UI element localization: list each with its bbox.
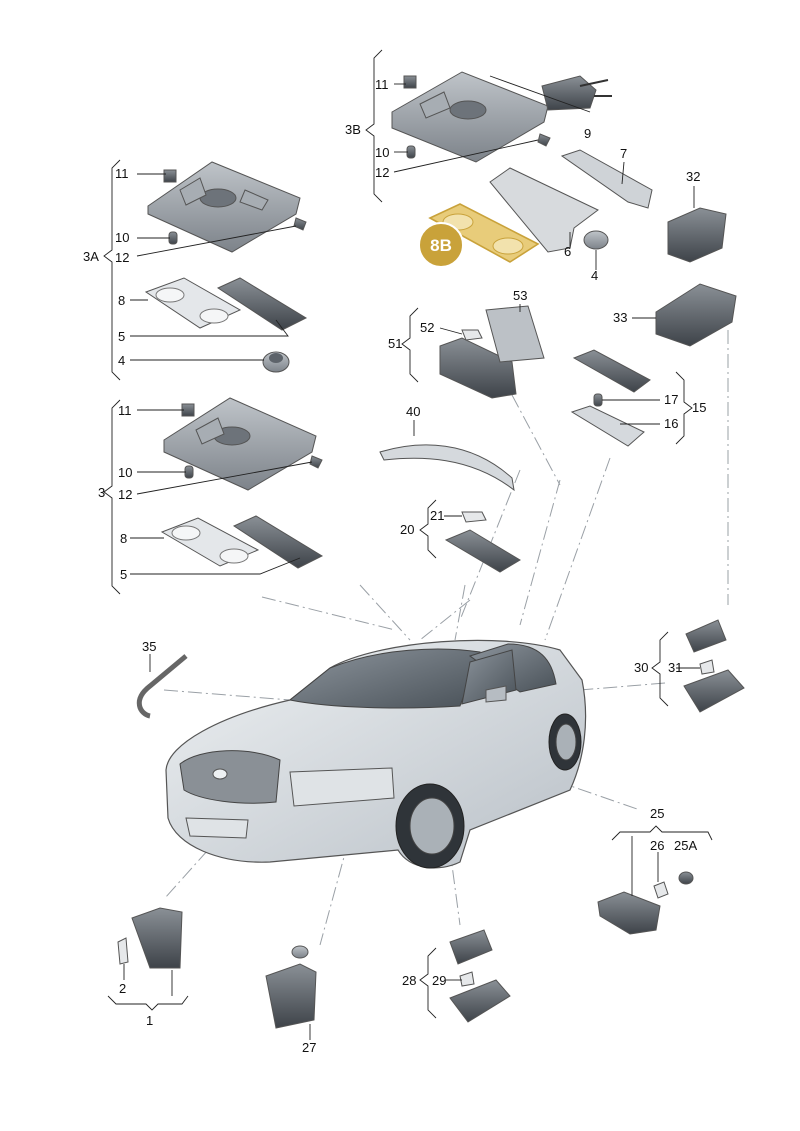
callout-11-3b: 11 (375, 77, 389, 92)
strip-40 (379, 420, 515, 492)
callout-labels: 3A 11 10 12 8 5 4 3 11 10 12 8 5 3B 11 1… (83, 77, 706, 1055)
callout-3b: 3B (345, 122, 361, 137)
callout-4-3a: 4 (118, 353, 125, 368)
callout-5-3a: 5 (118, 329, 125, 344)
callout-33: 33 (613, 310, 627, 325)
callout-5-3: 5 (120, 567, 127, 582)
callout-8-3a: 8 (118, 293, 125, 308)
callout-52: 52 (420, 320, 434, 335)
callout-29: 29 (432, 973, 446, 988)
callout-11-3: 11 (118, 403, 132, 418)
lens-plate-8b-highlight (428, 203, 540, 263)
group-28 (419, 929, 511, 1023)
callout-51: 51 (388, 336, 402, 351)
callout-28: 28 (402, 973, 416, 988)
badge-8b-label: 8B (430, 236, 452, 255)
roof-console-3a (147, 161, 301, 253)
callout-27: 27 (302, 1040, 316, 1055)
group-25 (597, 825, 713, 935)
module-33 (632, 283, 737, 347)
callout-12-3: 12 (118, 487, 132, 502)
callout-9: 9 (584, 126, 591, 141)
callout-31: 31 (668, 660, 682, 675)
module-32 (667, 186, 727, 263)
callout-3: 3 (98, 485, 105, 500)
group-15 (570, 349, 693, 447)
callout-25a: 25A (674, 838, 697, 853)
cable-35 (136, 654, 188, 719)
callout-8-3: 8 (120, 531, 127, 546)
callout-21: 21 (430, 508, 444, 523)
badge-8b[interactable]: 8B (418, 222, 464, 268)
group-3a (103, 159, 308, 381)
roof-console-3 (163, 397, 317, 491)
callout-16: 16 (664, 416, 678, 431)
group-1 (107, 907, 189, 1011)
callout-25: 25 (650, 806, 664, 821)
car-illustration (165, 639, 587, 869)
roof-console-3b (391, 71, 549, 163)
lens-plate-8a (144, 277, 242, 329)
group-3 (103, 397, 324, 595)
callout-2: 2 (119, 981, 126, 996)
callout-3a: 3A (83, 249, 99, 264)
callout-10-3: 10 (118, 465, 132, 480)
callout-26: 26 (650, 838, 664, 853)
callout-10-3a: 10 (115, 230, 129, 245)
callout-15: 15 (692, 400, 706, 415)
callout-12-3b: 12 (375, 165, 389, 180)
callout-32: 32 (686, 169, 700, 184)
callout-7: 7 (620, 146, 627, 161)
callout-40: 40 (406, 404, 420, 419)
callout-12-3a: 12 (115, 250, 129, 265)
callout-17: 17 (664, 392, 678, 407)
group-3b (365, 49, 653, 270)
switch-27 (265, 945, 317, 1040)
callout-4-3b: 4 (591, 268, 598, 283)
group-20 (419, 499, 521, 573)
group-51 (401, 304, 545, 399)
callout-20: 20 (400, 522, 414, 537)
callout-30: 30 (634, 660, 648, 675)
callout-6: 6 (564, 244, 571, 259)
callout-1: 1 (146, 1013, 153, 1028)
callout-53: 53 (513, 288, 527, 303)
group-30 (651, 619, 745, 713)
callout-35: 35 (142, 639, 156, 654)
callout-11-3a: 11 (115, 166, 129, 181)
callout-10-3b: 10 (375, 145, 389, 160)
